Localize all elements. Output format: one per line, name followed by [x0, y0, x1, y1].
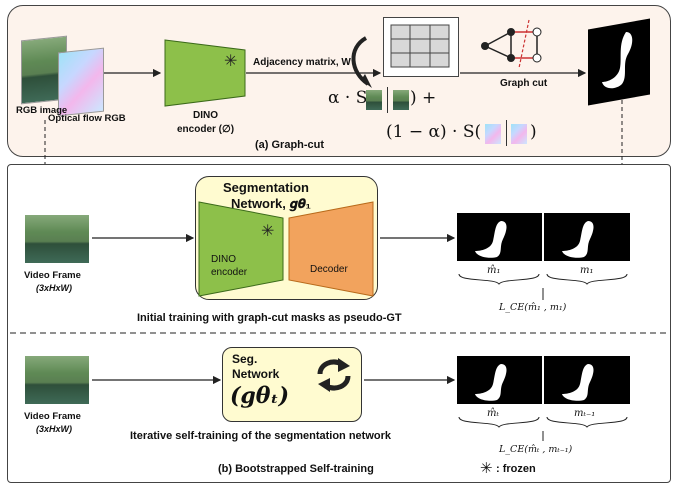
mask-label-1a: m̂₁: [487, 265, 501, 276]
graph-cut-panel: [7, 5, 671, 157]
flow-divider: [506, 120, 507, 146]
panel-a-caption: (a) Graph-cut: [255, 139, 325, 151]
dino-encoder-b-label-1: DINO: [211, 254, 236, 265]
frozen-asterisk-icon: ✳: [224, 53, 237, 70]
graph-cut-label: Graph cut: [500, 78, 548, 89]
rgb-image-label: RGB image: [16, 105, 68, 116]
video-frame-1-dims: (3xHxW): [36, 283, 73, 293]
dino-encoder-a-label-1: DINO: [193, 110, 218, 121]
loss-1: L_CE(m̂₁ , m₁): [499, 302, 567, 313]
dino-encoder-a-label-2: encoder (∅): [177, 124, 235, 135]
flow-thumb-2: [511, 124, 527, 144]
alpha-plus: ) +: [410, 88, 437, 108]
video-frame-1: [25, 215, 89, 263]
video-frame-1-label: Video Frame: [24, 270, 81, 281]
frozen-asterisk-icon-b: ✳: [261, 223, 274, 240]
dino-encoder-b-label-2: encoder: [211, 267, 248, 278]
one-minus-alpha-close: ): [530, 122, 537, 142]
loss-brace-2: [458, 416, 628, 441]
mask-label-1b: m₁: [580, 265, 594, 276]
frozen-legend-label: : frozen: [496, 463, 536, 475]
video-frame-2-dims: (3xHxW): [36, 424, 73, 434]
adjacency-grid: [390, 24, 450, 68]
flow-thumb-1: [485, 124, 501, 144]
video-frame-2: [25, 356, 89, 404]
mask-label-2a: m̂ₜ: [487, 408, 499, 419]
swan-masks-row-1: [475, 221, 594, 258]
decoder-label: Decoder: [310, 264, 348, 275]
alpha-divider: [387, 87, 388, 113]
refresh-cycle-icon: [317, 358, 351, 392]
seg-net-1-title-2: Network, 𝒈𝜽₁: [231, 196, 311, 211]
alpha-term: α · S(: [328, 88, 374, 108]
optical-flow-label: Optical flow RGB: [48, 113, 126, 124]
loss-2: L_CE(m̂ₜ , mₜ₋₁): [499, 444, 573, 455]
swan-masks-row-2: [475, 364, 594, 401]
one-minus-alpha-term: (1 − α) · S(: [386, 122, 482, 142]
g-theta-t: (𝒈𝜽ₜ): [230, 383, 290, 409]
dino-encoder-a-shape: ✳: [164, 39, 246, 107]
alpha-rgb-thumb-2: [393, 90, 409, 110]
adjacency-label: Adjacency matrix, W: [253, 57, 351, 68]
loss-brace-1: [458, 273, 628, 300]
seg-net-2-label-2: Network: [232, 367, 280, 381]
mask-label-2b: mₜ₋₁: [574, 408, 596, 419]
panel-b-caption: (b) Bootstrapped Self-training: [218, 463, 374, 475]
video-frame-2-label: Video Frame: [24, 411, 81, 422]
alpha-rgb-thumb-1: [366, 90, 382, 110]
graph-diagram: [481, 19, 542, 69]
frozen-legend-icon: ✳: [480, 460, 493, 477]
initial-training-caption: Initial training with graph-cut masks as…: [137, 312, 402, 324]
iterative-training-caption: Iterative self-training of the segmentat…: [130, 430, 391, 442]
swan-mask-shape-a: [602, 32, 633, 89]
encoder-decoder-shape: ✳: [198, 201, 374, 297]
seg-net-2-label-1: Seg.: [232, 352, 258, 366]
seg-net-1-title-1: Segmentation: [223, 180, 309, 195]
